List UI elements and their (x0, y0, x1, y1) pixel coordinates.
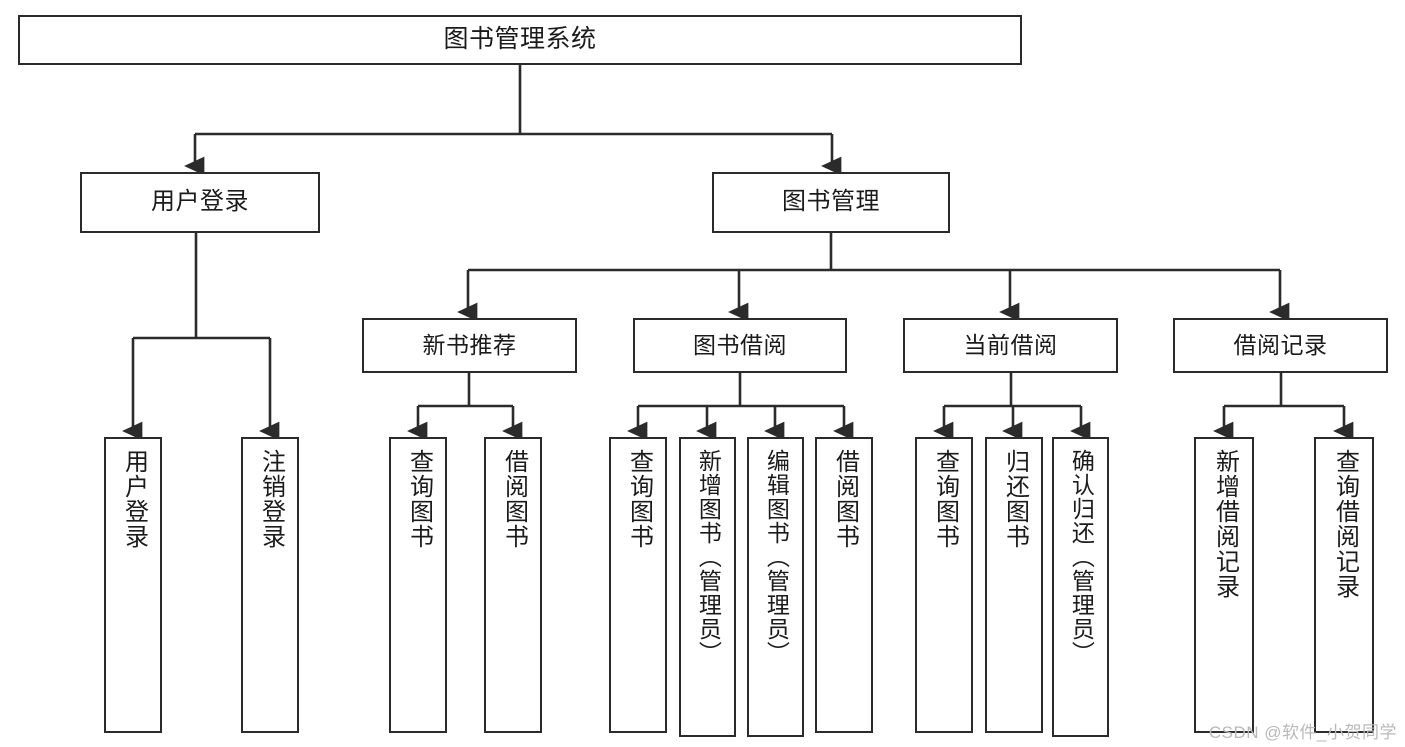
node-label: 新增借阅记录 (1211, 449, 1239, 599)
node-label: 归还图书 (1001, 449, 1029, 549)
node-label: 借阅记录 (1233, 331, 1328, 358)
node-label: 图书管理 (782, 188, 880, 216)
node-new-book-recommend[interactable]: 新书推荐 (362, 318, 577, 373)
node-label: 当前借阅 (963, 331, 1058, 358)
leaf-book-borrow-query[interactable]: 查询图书 (609, 437, 667, 733)
node-book-management[interactable]: 图书管理 (712, 172, 950, 233)
node-label: 图书借阅 (693, 331, 787, 358)
node-label: 借阅图书 (500, 449, 528, 549)
node-label: 注销登录 (257, 449, 285, 549)
node-label: 新增图书（管理员） (695, 449, 722, 665)
node-label: 编辑图书（管理员） (763, 449, 790, 665)
csdn-watermark: CSDN @软件_小贺同学 (1208, 723, 1397, 742)
leaf-current-borrow-confirm-return[interactable]: 确认归还（管理员） (1052, 437, 1109, 737)
node-label: 查询借阅记录 (1331, 449, 1359, 599)
leaf-book-borrow-edit[interactable]: 编辑图书（管理员） (747, 437, 804, 737)
leaf-current-borrow-query[interactable]: 查询图书 (915, 437, 973, 733)
node-label: 借阅图书 (831, 449, 859, 549)
node-current-borrow[interactable]: 当前借阅 (903, 318, 1118, 373)
leaf-book-borrow-add[interactable]: 新增图书（管理员） (679, 437, 736, 737)
leaf-borrow-record-add[interactable]: 新增借阅记录 (1194, 437, 1254, 733)
leaf-user-login-login[interactable]: 用户登录 (104, 437, 162, 733)
leaf-borrow-record-query[interactable]: 查询借阅记录 (1314, 437, 1374, 733)
node-label: 确认归还（管理员） (1068, 449, 1095, 665)
leaf-user-login-logout[interactable]: 注销登录 (241, 437, 299, 733)
node-label: 用户登录 (151, 188, 249, 216)
node-label: 查询图书 (625, 449, 653, 549)
leaf-new-book-query[interactable]: 查询图书 (389, 437, 447, 733)
leaf-new-book-borrow[interactable]: 借阅图书 (484, 437, 542, 733)
node-label: 新书推荐 (422, 331, 517, 358)
node-user-login[interactable]: 用户登录 (80, 172, 320, 233)
node-root-system[interactable]: 图书管理系统 (18, 15, 1022, 65)
node-label: 图书管理系统 (443, 25, 597, 54)
node-label: 查询图书 (405, 449, 433, 549)
node-book-borrow[interactable]: 图书借阅 (633, 318, 847, 373)
node-borrow-record[interactable]: 借阅记录 (1173, 318, 1388, 373)
node-label: 查询图书 (931, 449, 959, 549)
node-label: 用户登录 (120, 449, 148, 549)
leaf-current-borrow-return[interactable]: 归还图书 (985, 437, 1043, 733)
leaf-book-borrow-borrow[interactable]: 借阅图书 (815, 437, 873, 733)
